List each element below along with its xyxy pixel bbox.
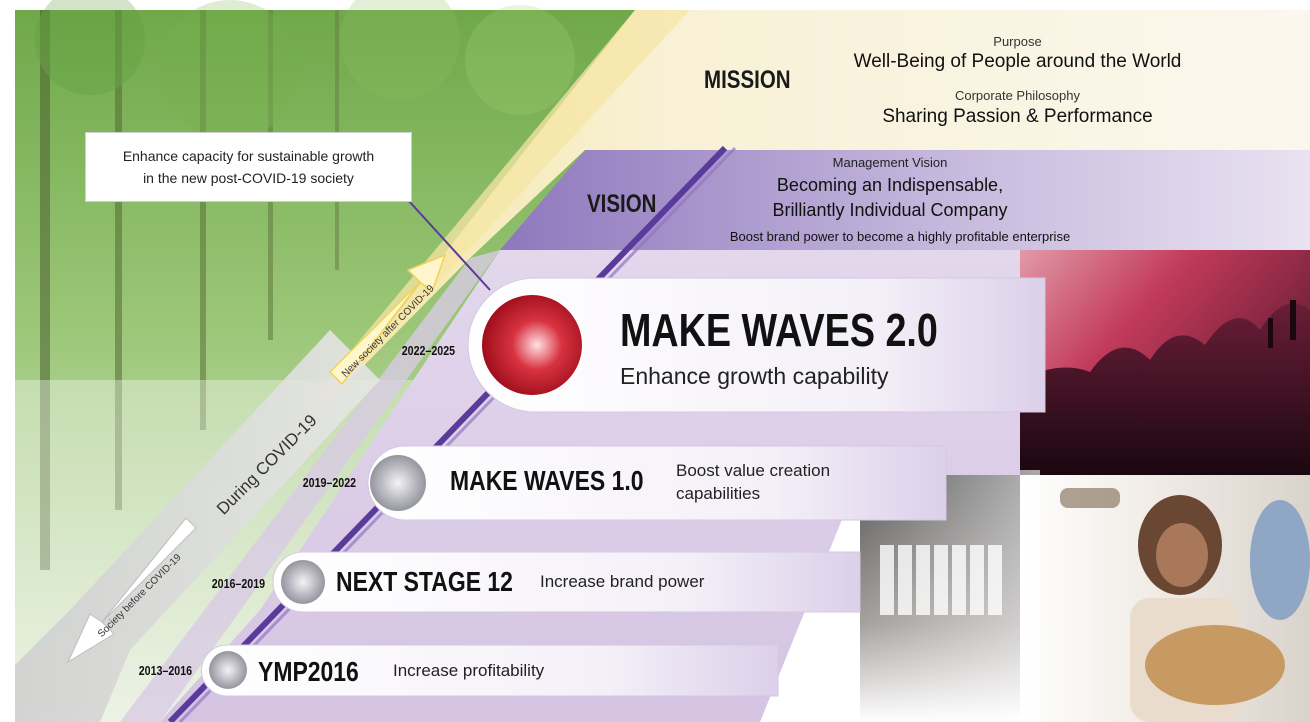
philosophy-text: Sharing Passion & Performance	[882, 106, 1153, 127]
plan-2019-years: 2019–2022	[302, 475, 356, 490]
mission-label: MISSION	[704, 66, 791, 94]
vision-line3: Boost brand power to become a highly pro…	[729, 229, 1071, 244]
vision-heading: Management Vision	[832, 155, 948, 170]
plan-2019-subtitle-line1: Boost value creation	[676, 461, 831, 480]
plan-2016-name: NEXT STAGE 12	[336, 566, 513, 597]
plan-2019-name: MAKE WAVES 1.0	[450, 465, 644, 496]
plan-2013-sphere	[209, 651, 247, 689]
philosophy-heading: Corporate Philosophy	[954, 88, 1081, 103]
plan-2016-subtitle: Increase brand power	[540, 572, 705, 591]
callout-line2: in the new post-COVID-19 society	[143, 170, 354, 186]
vision-label: VISION	[587, 190, 657, 218]
vision-line1: Becoming an Indispensable,	[776, 175, 1004, 195]
plan-2022-years: 2022–2025	[401, 343, 455, 358]
plan-2016-sphere	[281, 560, 325, 604]
plan-2013-years: 2013–2016	[138, 663, 192, 678]
plan-2016-years: 2016–2019	[211, 576, 265, 591]
plan-2013-name: YMP2016	[258, 656, 359, 687]
plan-2022-subtitle: Enhance growth capability	[620, 363, 889, 389]
plan-2019-sphere	[370, 455, 426, 511]
callout-line1: Enhance capacity for sustainable growth	[122, 148, 375, 164]
plan-2022-name: MAKE WAVES 2.0	[620, 304, 938, 356]
purpose-text: Well-Being of People around the World	[853, 51, 1182, 72]
vision-line2: Brilliantly Individual Company	[772, 200, 1008, 220]
plan-2022-sphere	[482, 295, 582, 395]
callout-box: Enhance capacity for sustainable growth …	[85, 132, 412, 202]
purpose-heading: Purpose	[993, 34, 1042, 49]
plan-2019-subtitle-line2: capabilities	[676, 484, 761, 503]
plan-2013-subtitle: Increase profitability	[393, 661, 545, 680]
